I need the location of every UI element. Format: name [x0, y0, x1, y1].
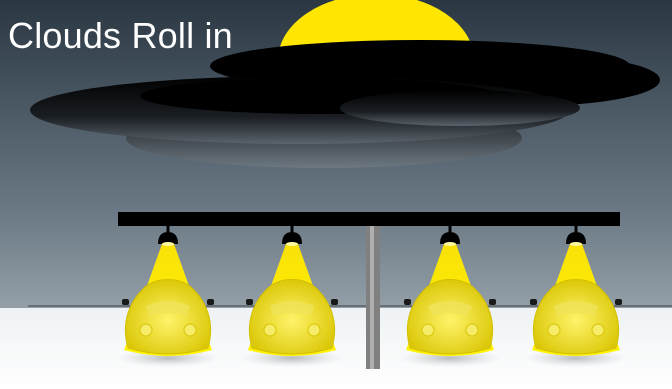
- car-4-headlight-left: [548, 324, 560, 336]
- car-1-headlight-right: [184, 324, 196, 336]
- light-3-stem: [449, 226, 452, 233]
- cloud-right-lower: [340, 90, 580, 126]
- car-4-mirror-right: [615, 299, 622, 305]
- car-1-mirror-right: [207, 299, 214, 305]
- light-1-stem: [167, 226, 170, 233]
- light-1-bulb: [162, 242, 174, 246]
- car-4-headlight-right: [592, 324, 604, 336]
- light-2-stem: [291, 226, 294, 233]
- light-4-stem: [575, 226, 578, 233]
- solar-canopy: [118, 212, 620, 226]
- car-1-headlight-left: [140, 324, 152, 336]
- car-2-headlight-right: [308, 324, 320, 336]
- car-3-headlight-left: [422, 324, 434, 336]
- light-4-bulb: [570, 242, 582, 246]
- car-3-mirror-right: [489, 299, 496, 305]
- car-2-headlight-left: [264, 324, 276, 336]
- car-2-mirror-left: [246, 299, 253, 305]
- car-3-mirror-left: [404, 299, 411, 305]
- scene-title: Clouds Roll in: [8, 18, 233, 54]
- car-2-mirror-right: [331, 299, 338, 305]
- light-3-bulb: [444, 242, 456, 246]
- support-pole-highlight: [370, 226, 374, 369]
- light-2-bulb: [286, 242, 298, 246]
- car-4-mirror-left: [530, 299, 537, 305]
- car-3-headlight-right: [466, 324, 478, 336]
- car-1-mirror-left: [122, 299, 129, 305]
